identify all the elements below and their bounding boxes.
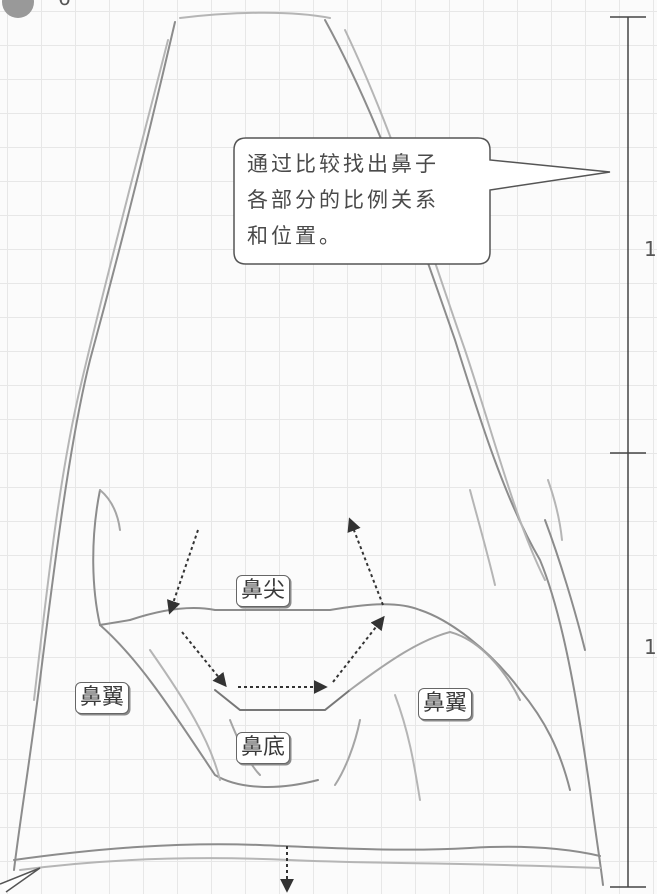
scale-lower-ratio: 1	[644, 635, 657, 659]
corner-pointer	[0, 867, 41, 893]
label-nose-wing-left: 鼻翼	[75, 682, 130, 714]
label-nose-wing-right: 鼻翼	[418, 688, 473, 720]
bubble-annotation: 通过比较找出鼻子 各部分的比例关系 和位置。	[247, 152, 439, 248]
proportion-scale	[610, 16, 646, 888]
label-nose-tip: 鼻尖	[236, 575, 291, 607]
arrow-to-tip	[347, 517, 384, 606]
corner-mark: 6	[58, 0, 71, 10]
speech-bubble	[233, 137, 611, 265]
arrow-to-base-left	[181, 631, 227, 688]
label-nose-base: 鼻底	[236, 732, 291, 764]
arrow-to-right-wing	[332, 615, 385, 683]
corner-circle	[2, 0, 34, 18]
dotted-arrows	[166, 517, 385, 893]
scale-upper-ratio: 1	[644, 237, 657, 261]
arrow-to-left-wing	[166, 529, 199, 615]
